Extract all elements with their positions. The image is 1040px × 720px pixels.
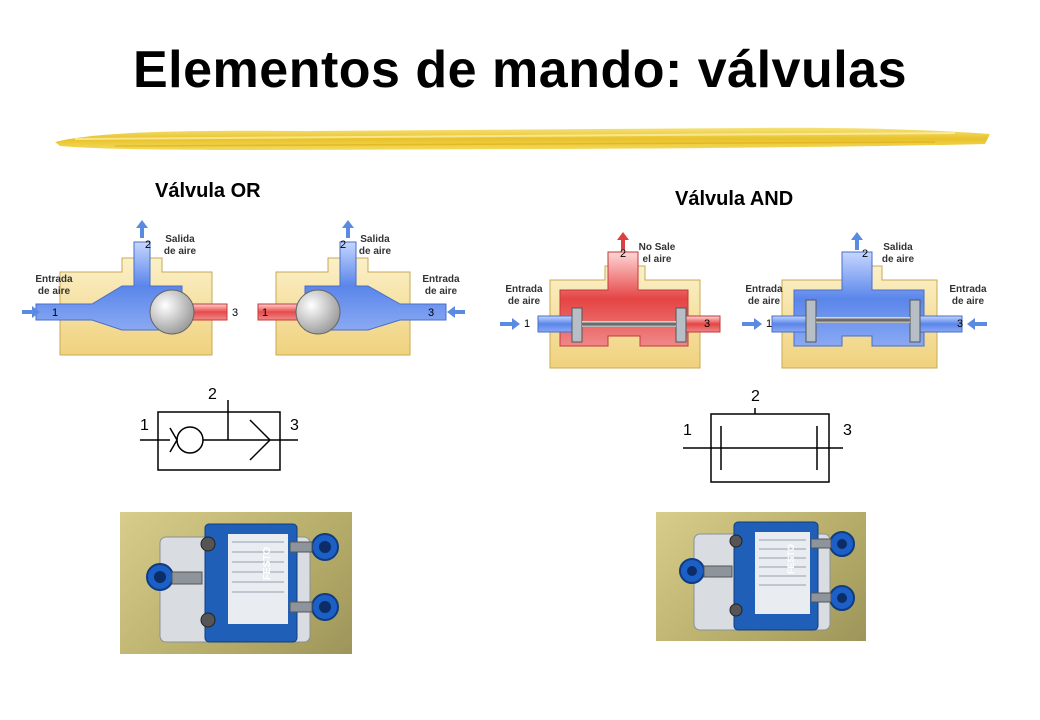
and-left-input-label: Entrada de aire (505, 284, 543, 307)
and-photo-drawing (679, 521, 855, 631)
or-photo-drawing (146, 523, 339, 643)
slide-title: Elementos de mando: válvulas (132, 41, 908, 99)
and-right-input-label-left: Entrada de aire (745, 284, 783, 307)
or-right-port-2: 2 (340, 239, 347, 251)
and-right-port-1: 1 (766, 318, 773, 330)
or-symbol-port-3: 3 (290, 417, 299, 434)
or-right-port-1: 1 (262, 307, 269, 319)
title-underline (55, 127, 990, 150)
or-left-port-1: 1 (52, 307, 59, 319)
or-symbol-drawing (140, 400, 298, 471)
and-photo-brand: FESTO (786, 544, 796, 574)
and-left-output-label: No Sale el aire (638, 242, 676, 265)
or-left-output-label: Salida de aire (163, 234, 197, 257)
or-right-input-label: Entrada de aire (422, 274, 460, 297)
and-right-output-label: Salida de aire (881, 242, 915, 265)
and-right-cutaway-drawing (742, 232, 987, 369)
or-right-port-3: 3 (428, 307, 435, 319)
and-left-port-3: 3 (704, 318, 711, 330)
and-valve-photo: FESTO (656, 512, 866, 641)
or-left-port-3: 3 (232, 307, 239, 319)
or-valve-photo: FESTO (120, 512, 352, 654)
or-left-port-2: 2 (145, 239, 152, 251)
and-left-port-2: 2 (620, 248, 627, 260)
or-right-cutaway-drawing (257, 220, 465, 356)
or-left-cutaway-drawing (22, 220, 228, 356)
or-symbol-port-1: 1 (140, 417, 149, 434)
and-right-port-3: 3 (957, 318, 964, 330)
and-symbol-port-2: 2 (751, 388, 760, 405)
and-valve-title: Válvula AND (675, 188, 794, 210)
and-left-cutaway-drawing (500, 232, 721, 369)
or-photo-brand: FESTO (262, 546, 273, 580)
or-left-input-label: Entrada de aire (35, 274, 73, 297)
and-symbol-port-1: 1 (683, 422, 692, 439)
or-symbol-port-2: 2 (208, 386, 217, 403)
and-right-input-label-right: Entrada de aire (949, 284, 987, 307)
or-valve-title: Válvula OR (155, 180, 261, 202)
and-symbol-port-3: 3 (843, 422, 852, 439)
or-right-output-label: Salida de aire (358, 234, 392, 257)
and-symbol-drawing (683, 408, 843, 483)
and-left-port-1: 1 (524, 318, 531, 330)
and-right-port-2: 2 (862, 248, 869, 260)
